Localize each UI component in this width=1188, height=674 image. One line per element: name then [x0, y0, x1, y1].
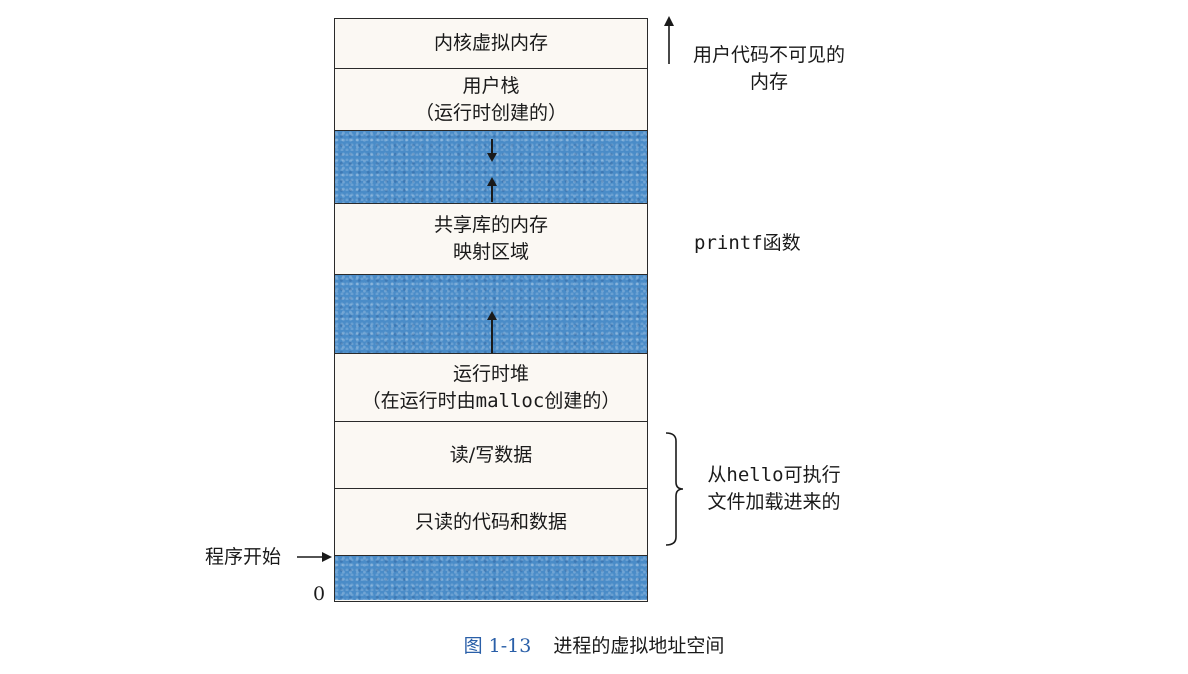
caption-label: 图 1-13 [463, 635, 532, 657]
program-start-label: 程序开始 [205, 546, 282, 568]
shared-lib-grows-up-arrow-icon [487, 177, 497, 186]
invisible-memory-annotation: 用户代码不可见的 内存 [679, 42, 859, 96]
printf-annotation: printf函数 [694, 230, 801, 257]
user-stack-label: 用户栈 [462, 74, 520, 97]
loaded-prefix: 从 [707, 464, 727, 486]
shared-lib-label: 共享库的内存 [433, 214, 548, 236]
caption-title: 进程的虚拟地址空间 [553, 635, 725, 657]
read-only-code-segment: 只读的代码和数据 [335, 489, 647, 556]
runtime-heap-segment: 运行时堆 （在运行时由malloc创建的） [335, 354, 647, 422]
loaded-suffix: 可执行 [783, 464, 841, 486]
stack-grows-down-arrow-shaft [491, 139, 493, 153]
heap-note: （在运行时由malloc创建的） [362, 388, 621, 415]
invisible-memory-line1: 用户代码不可见的 [692, 44, 845, 66]
heap-note-prefix: （在运行时由 [361, 389, 476, 412]
loaded-hello-code: hello [726, 464, 784, 486]
rw-data-label: 读/写数据 [449, 443, 533, 466]
printf-code: printf [694, 232, 763, 254]
heap-grows-up-arrow-shaft [491, 320, 493, 353]
figure-caption: 图 1-13 进程的虚拟地址空间 [0, 631, 1188, 658]
free-region-upper [335, 131, 647, 204]
stack-grows-down-arrow-icon [487, 153, 497, 162]
user-stack-segment: 用户栈 （运行时创建的） [335, 69, 647, 131]
loaded-from-hello-annotation: 从hello可执行 文件加载进来的 [694, 462, 854, 516]
invisible-memory-arrow-icon [664, 16, 674, 26]
address-zero-label: 0 [313, 583, 326, 605]
user-stack-note: （运行时创建的） [414, 101, 567, 124]
heap-label: 运行时堆 [452, 362, 529, 385]
invisible-memory-line2: 内存 [749, 71, 788, 93]
program-start-arrow-icon [322, 552, 332, 562]
loaded-segments-brace [665, 432, 684, 546]
printf-suffix: 函数 [762, 232, 801, 254]
reserved-low-region [335, 556, 647, 600]
heap-grows-up-arrow-icon [487, 311, 497, 320]
loaded-line2: 文件加载进来的 [707, 491, 841, 513]
heap-note-malloc: malloc [475, 389, 545, 412]
loaded-line1: 从hello可执行 [694, 462, 854, 489]
address-space-stack: 内核虚拟内存 用户栈 （运行时创建的） 共享库的内存 映射区域 运行时堆 （在运… [334, 18, 648, 602]
heap-note-suffix: 创建的） [544, 389, 621, 412]
kernel-vm-label: 内核虚拟内存 [433, 32, 548, 54]
kernel-virtual-memory-segment: 内核虚拟内存 [335, 19, 647, 69]
shared-lib-grows-up-arrow-shaft [491, 186, 493, 202]
free-region-lower [335, 275, 647, 354]
ro-code-label: 只读的代码和数据 [414, 510, 567, 533]
read-write-data-segment: 读/写数据 [335, 422, 647, 489]
shared-lib-note: 映射区域 [452, 241, 529, 263]
shared-library-segment: 共享库的内存 映射区域 [335, 204, 647, 275]
